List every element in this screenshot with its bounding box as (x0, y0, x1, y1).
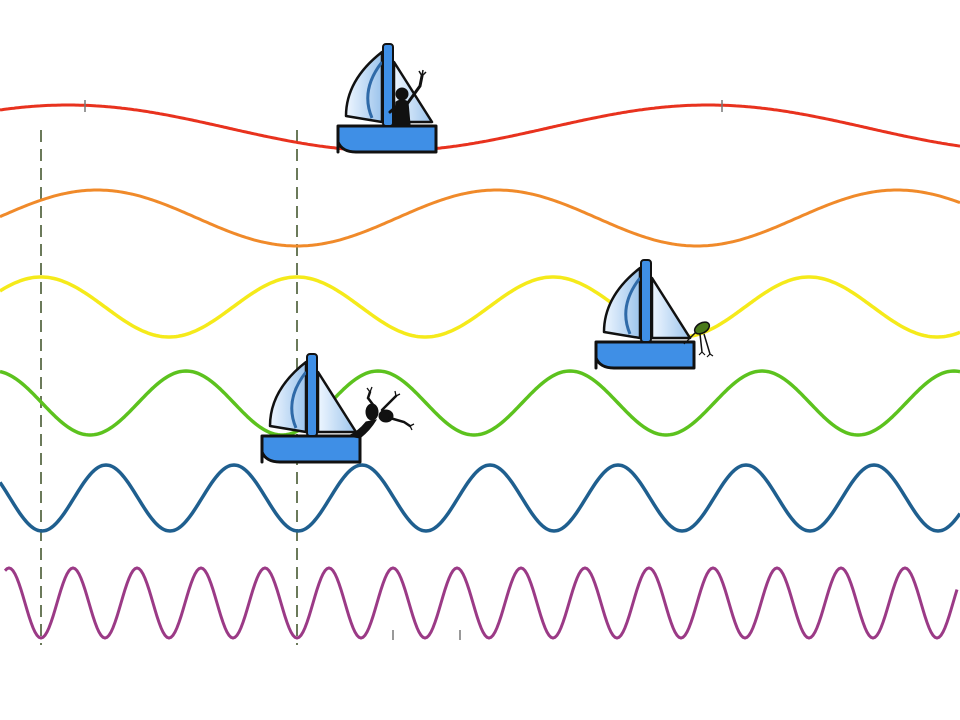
sailboat-icon (594, 258, 696, 370)
frog-icon (683, 321, 714, 358)
sailboat-icon (260, 352, 362, 464)
red-wave (0, 103, 960, 153)
boat-on-green-wave (260, 352, 415, 464)
boat-on-yellow-wave (594, 258, 714, 370)
swimming-people-icon (346, 386, 415, 439)
orange-wave (0, 188, 960, 248)
waves-group (0, 103, 960, 640)
boat-on-red-wave (336, 42, 438, 154)
blue-wave (0, 463, 960, 533)
tick-marks (84, 100, 723, 640)
sailboat-icon (336, 42, 438, 154)
waving-person-icon (388, 69, 427, 125)
yellow-wave (0, 275, 960, 339)
green-wave (0, 369, 960, 437)
purple-wave (3, 566, 959, 640)
